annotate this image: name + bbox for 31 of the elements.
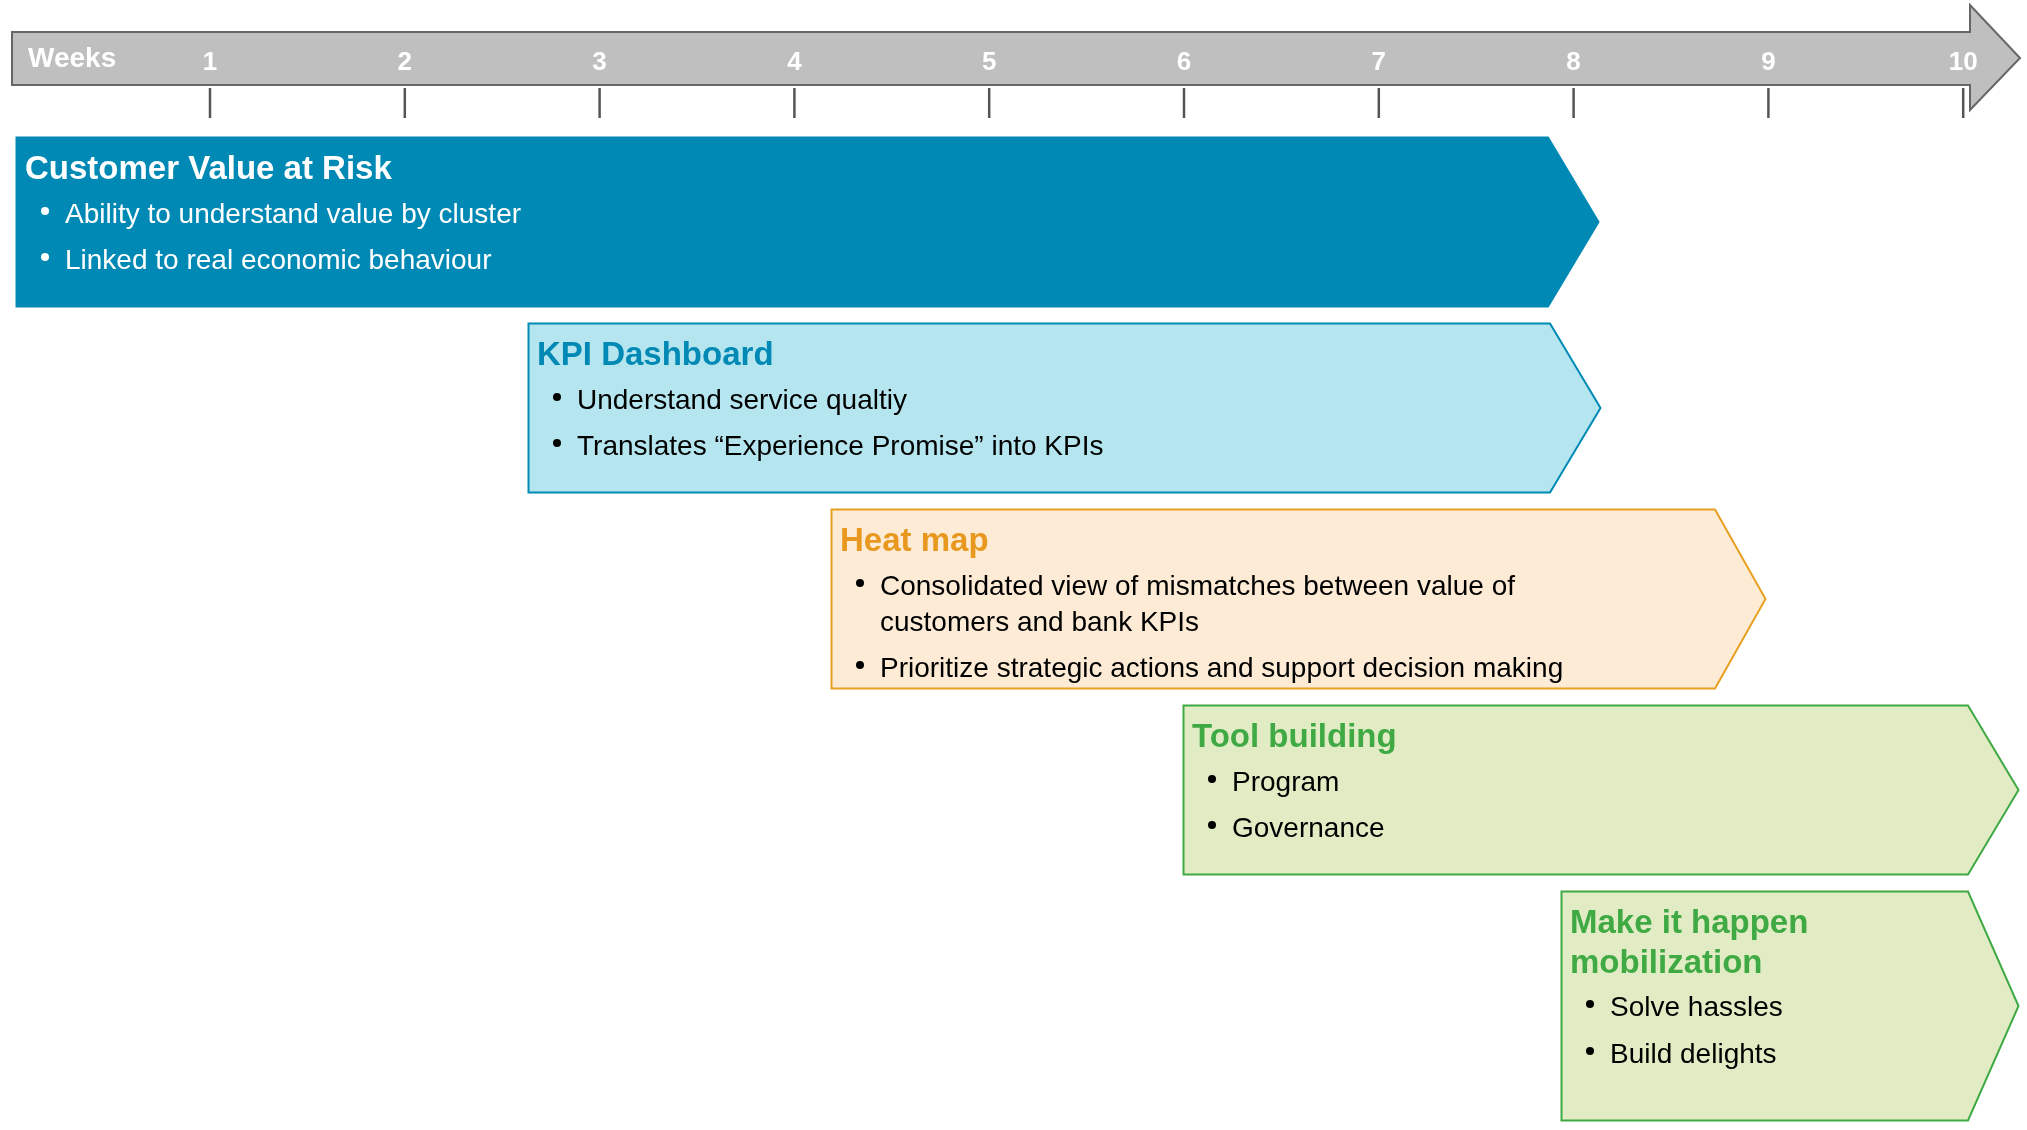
week-number: 9 (1761, 46, 1776, 77)
timeline-phase-card (1182, 704, 2020, 876)
bullet-item: Governance (1232, 811, 1385, 845)
week-number: 7 (1371, 46, 1387, 77)
axis-title: Weeks (28, 42, 117, 74)
bullet-item: Solve hassles (1610, 990, 1783, 1025)
week-number: 10 (1948, 46, 1978, 77)
bullet-item: Program (1232, 764, 1340, 799)
week-number: 2 (397, 46, 413, 77)
week-number: 1 (202, 46, 218, 77)
week-number: 8 (1566, 46, 1581, 77)
phase-title: Heat map (840, 520, 990, 560)
timeline-phase-card (527, 322, 1602, 494)
bullet-item: Build delights (1610, 1036, 1777, 1071)
bullet-item: Ability to understand value by cluster (65, 196, 522, 231)
week-number: 5 (981, 46, 997, 77)
phase-title: Tool building (1192, 716, 1398, 756)
week-number: 6 (1176, 46, 1192, 77)
timeline-phase-card (15, 136, 1600, 308)
phase-title: Make it happen mobilization (1570, 902, 1810, 982)
phase-title: KPI Dashboard (537, 334, 775, 374)
bullet-item: Understand service qualtiy (577, 382, 907, 417)
bullet-item: Translates “Experience Promise” into KPIs (577, 429, 1104, 463)
phase-title: Customer Value at Risk (25, 148, 393, 188)
week-number: 4 (787, 46, 802, 77)
bullet-item: Consolidated view of mismatches between value of customers and bank KPIs (880, 568, 1516, 639)
timeline-phase-card (1560, 890, 2020, 1122)
timeline-phase-card (830, 508, 1767, 690)
week-number: 3 (592, 46, 607, 77)
bullet-item: Linked to real economic behaviour (65, 243, 492, 277)
bullet-item: Prioritize strategic actions and support decision making (880, 651, 1564, 686)
